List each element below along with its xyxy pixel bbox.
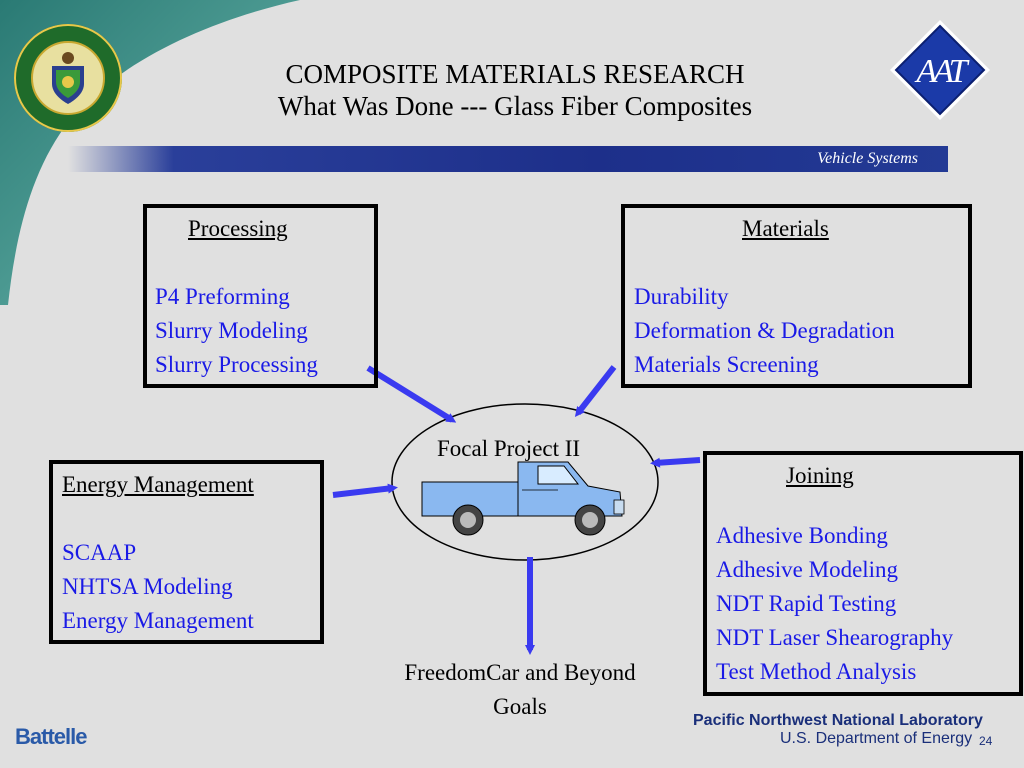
energy-items: SCAAP NHTSA Modeling Energy Management [62, 536, 254, 638]
arrow-materials [574, 365, 617, 417]
list-item: NDT Rapid Testing [716, 591, 897, 616]
goals-line-1: FreedomCar and Beyond [404, 660, 636, 685]
joining-items: Adhesive Bonding Adhesive Modeling NDT R… [716, 519, 953, 689]
page-number: 24 [979, 734, 993, 748]
doe-name: U.S. Department of Energy [780, 730, 973, 747]
list-item: Durability [634, 284, 729, 309]
joining-heading: Joining [786, 463, 854, 488]
aat-logo: AAT [890, 20, 990, 120]
processing-box: Processing P4 Preforming Slurry Modeling… [143, 204, 378, 388]
materials-heading: Materials [742, 216, 829, 241]
arrow-processing [366, 365, 457, 423]
joining-box: Joining Adhesive Bonding Adhesive Modeli… [703, 451, 1023, 696]
truck-icon [421, 461, 625, 536]
list-item: Deformation & Degradation [634, 318, 895, 343]
processing-items: P4 Preforming Slurry Modeling Slurry Pro… [155, 280, 318, 382]
list-item: Adhesive Modeling [716, 557, 899, 582]
list-item: Materials Screening [634, 352, 819, 377]
list-item: Test Method Analysis [716, 659, 917, 684]
list-item: Energy Management [62, 608, 254, 633]
energy-heading: Energy Management [62, 472, 254, 497]
focal-project-label: Focal Project II [437, 436, 581, 461]
arrow-energy [332, 483, 398, 498]
page-title: COMPOSITE MATERIALS RESEARCH [285, 59, 745, 89]
list-item: Slurry Processing [155, 352, 318, 377]
banner-label: Vehicle Systems [817, 150, 918, 167]
arrow-joining [650, 457, 701, 468]
focal-ellipse [391, 403, 659, 561]
materials-box: Materials Durability Deformation & Degra… [621, 204, 972, 388]
energy-box: Energy Management SCAAP NHTSA Modeling E… [49, 460, 324, 644]
materials-items: Durability Deformation & Degradation Mat… [634, 280, 895, 382]
goals-line-2: Goals [493, 694, 547, 719]
title-block: COMPOSITE MATERIALS RESEARCH What Was Do… [150, 58, 880, 122]
pnnl-name: Pacific Northwest National Laboratory [693, 712, 983, 729]
list-item: Adhesive Bonding [716, 523, 888, 548]
list-item: NDT Laser Shearography [716, 625, 954, 650]
battelle-logo: Battelle [15, 724, 87, 749]
list-item: SCAAP [62, 540, 137, 565]
doe-seal-logo [14, 24, 122, 132]
goals-label: FreedomCar and Beyond Goals [368, 656, 672, 724]
section-banner: Vehicle Systems [68, 146, 948, 172]
page-subtitle: What Was Done --- Glass Fiber Composites [277, 91, 753, 121]
list-item: P4 Preforming [155, 284, 290, 309]
list-item: Slurry Modeling [155, 318, 308, 343]
processing-heading: Processing [188, 216, 288, 241]
list-item: NHTSA Modeling [62, 574, 233, 599]
